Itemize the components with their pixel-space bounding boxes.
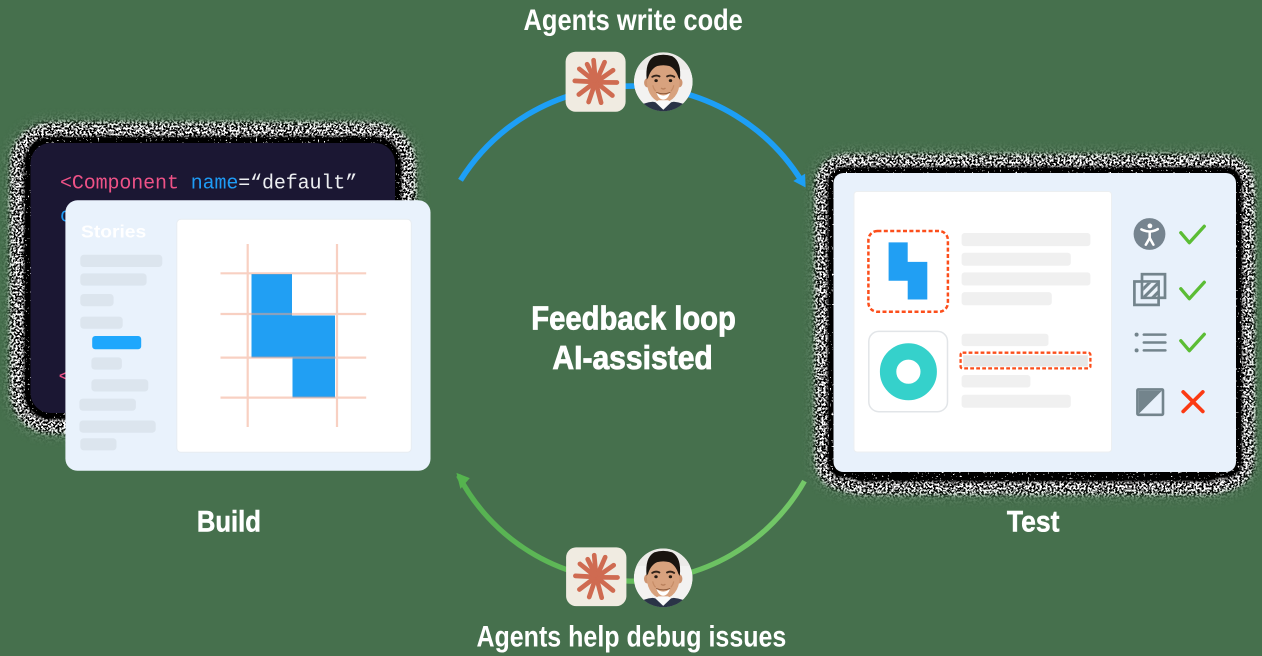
svg-text:Build: Build — [197, 506, 261, 539]
svg-text:AI-assisted: AI-assisted — [552, 340, 712, 377]
svg-text:Agents write code: Agents write code — [524, 4, 743, 37]
svg-text:<Component name=“default”: <Component name=“default” — [60, 173, 357, 196]
svg-text:Agents help debug issues: Agents help debug issues — [476, 620, 786, 653]
svg-text:Stories: Stories — [81, 222, 146, 242]
svg-text:Test: Test — [1007, 505, 1060, 538]
svg-text:Feedback loop: Feedback loop — [531, 301, 736, 338]
